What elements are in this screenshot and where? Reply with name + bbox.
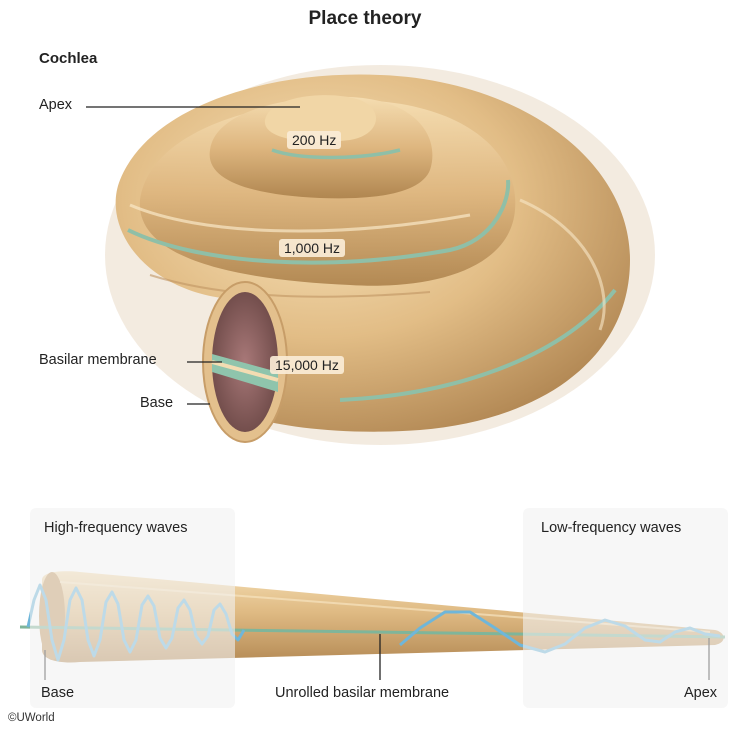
unrolled-membrane-label: Unrolled basilar membrane <box>275 685 449 701</box>
low-frequency-panel <box>523 508 728 708</box>
high-frequency-panel <box>30 508 235 708</box>
unrolled-apex-label: Apex <box>684 685 717 701</box>
freq-label-base: 15,000 Hz <box>270 356 344 374</box>
cochlea-section-label: Cochlea <box>39 50 97 67</box>
low-frequency-title: Low-frequency waves <box>541 520 681 536</box>
unrolled-base-label: Base <box>41 685 74 701</box>
cochlea-spiral <box>105 65 655 445</box>
base-label: Base <box>140 395 173 411</box>
page-title: Place theory <box>0 8 730 30</box>
apex-label: Apex <box>39 97 72 113</box>
high-frequency-title: High-frequency waves <box>44 520 187 536</box>
freq-label-apex: 200 Hz <box>287 131 341 149</box>
basilar-membrane-label: Basilar membrane <box>39 352 157 368</box>
copyright-notice: ©UWorld <box>8 712 55 724</box>
freq-label-middle: 1,000 Hz <box>279 239 345 257</box>
